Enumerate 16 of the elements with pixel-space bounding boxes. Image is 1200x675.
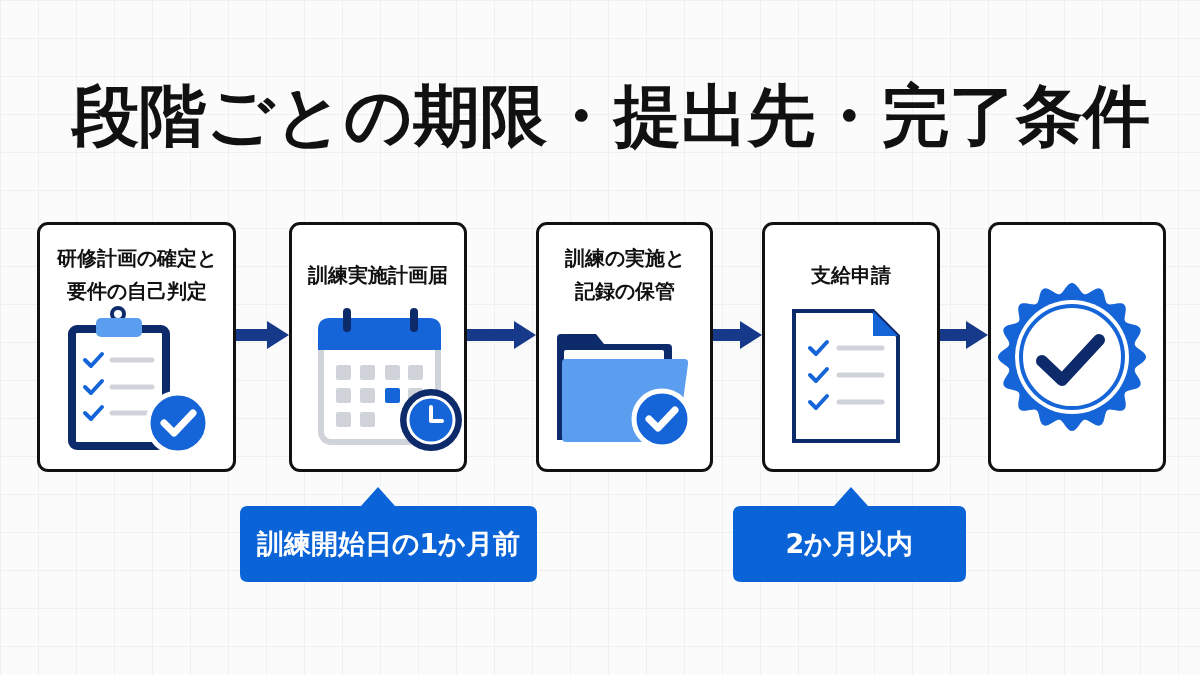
step-card <box>762 222 940 472</box>
arrow <box>713 321 762 349</box>
step-label: 訓練実施計画届 <box>308 261 448 289</box>
step-card <box>536 222 713 472</box>
arrow <box>236 321 289 349</box>
step-label: 研修計画の確定と要件の自己判定 <box>55 245 218 305</box>
deadline-callout: 2か月以内 <box>733 487 966 582</box>
arrow <box>467 321 536 349</box>
deadline-callout: 訓練開始日の1か月前 <box>240 487 537 582</box>
arrow <box>940 321 988 349</box>
step-card <box>988 222 1166 472</box>
step-card <box>37 222 236 472</box>
step-card <box>289 222 467 472</box>
step-label: 訓練の実施と記録の保管 <box>563 245 686 305</box>
diagram-title: 段階ごとの期限・提出先・完了条件 <box>72 78 1150 156</box>
step-label: 支給申請 <box>811 261 891 289</box>
